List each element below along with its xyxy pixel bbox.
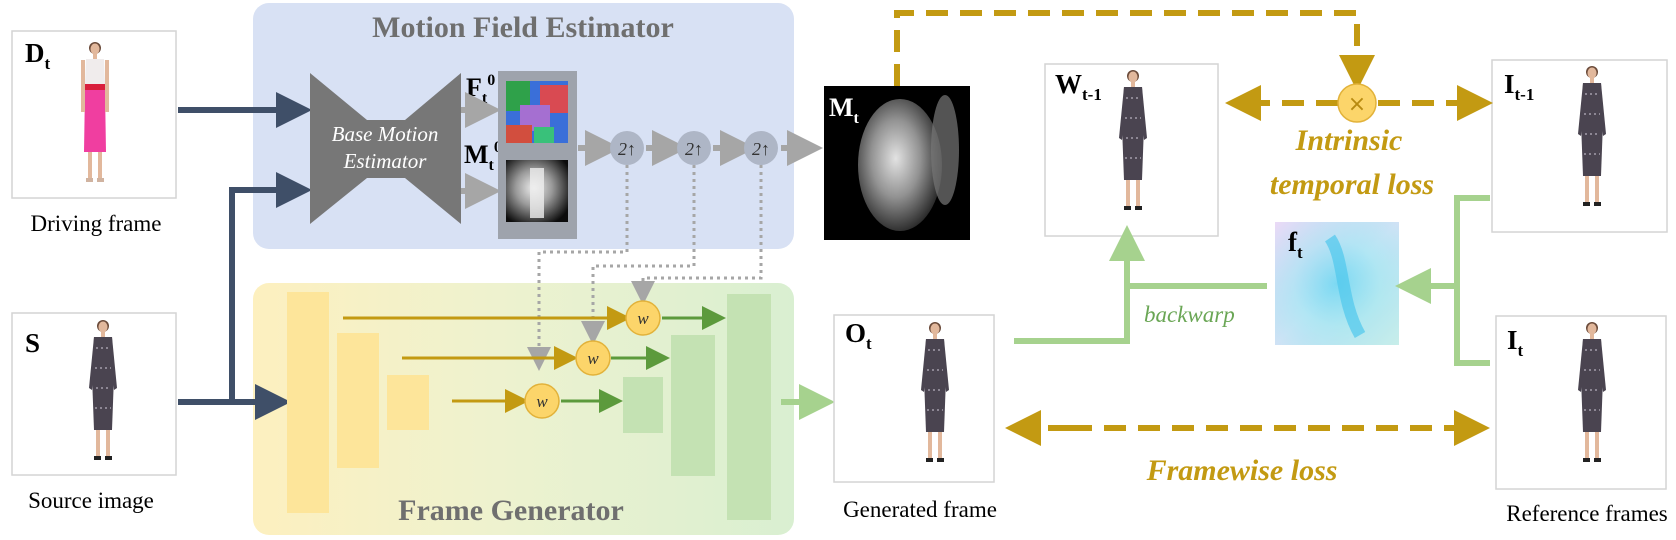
reference-curr-symbol: It [1507, 325, 1524, 360]
intrinsic-loss-label-line1: Intrinsic [1295, 124, 1403, 157]
weight-node-3: w [524, 383, 560, 419]
generated-frame-symbol: Ot [845, 318, 872, 353]
generated-frame-image [833, 314, 995, 483]
mask0-thumbnail [506, 160, 568, 222]
input-arrows [178, 92, 312, 420]
source-image [11, 312, 177, 476]
estimator-label-line2: Estimator [343, 149, 428, 173]
upsample-node-2: 2↑ [677, 131, 711, 165]
framewise-loss-label: Framewise loss [1146, 454, 1338, 487]
encoder-blocks [287, 292, 429, 513]
reference-prev-image [1491, 59, 1668, 233]
backwarp-label: backwarp [1144, 302, 1235, 327]
svg-text:w: w [587, 349, 599, 368]
optical-flow-image [1275, 222, 1399, 345]
flow0-thumbnail [506, 81, 568, 143]
upsample-node-1: 2↑ [610, 131, 644, 165]
intrinsic-loss-label-line2: temporal loss [1270, 168, 1434, 201]
reference-curr-image [1495, 315, 1667, 490]
svg-text:w: w [637, 309, 649, 328]
skip-arrows-gold [343, 306, 631, 413]
final-mask-image [824, 86, 970, 240]
weight-node-1: w [625, 300, 661, 336]
svg-text:×: × [1348, 92, 1366, 117]
dotted-connectors [527, 165, 763, 371]
final-mask-label: Mt [829, 93, 860, 127]
source-image-caption: Source image [28, 488, 154, 513]
multiply-node: × [1337, 83, 1377, 123]
decoder-blocks [623, 294, 771, 520]
source-image-symbol: S [25, 328, 40, 358]
skip-arrows-green [561, 306, 726, 413]
optical-flow-symbol: ft [1288, 227, 1303, 262]
motion-field-title: Motion Field Estimator [372, 11, 674, 44]
driving-frame-symbol: Dt [25, 38, 51, 73]
warped-previous-image [1044, 63, 1219, 237]
estimator-output-arrows [461, 92, 501, 209]
estimator-label-line1: Base Motion [332, 122, 439, 146]
temporal-loss-connectors [894, 10, 1493, 121]
driving-frame-image [11, 30, 177, 199]
svg-text:2↑: 2↑ [685, 139, 703, 159]
upsample-node-3: 2↑ [744, 131, 778, 165]
reference-frames-caption: Reference frames [1506, 501, 1668, 526]
svg-text:w: w [536, 392, 548, 411]
weight-node-2: w [575, 340, 611, 376]
mask0-label: Mt0 [464, 139, 502, 174]
generated-frame-caption: Generated frame [843, 497, 997, 522]
reference-prev-symbol: It-1 [1504, 69, 1534, 104]
driving-frame-caption: Driving frame [31, 211, 162, 236]
warped-previous-symbol: Wt-1 [1055, 69, 1102, 104]
backwarp-connectors [1014, 195, 1490, 366]
base-motion-estimator [310, 73, 461, 224]
frame-generator-title: Frame Generator [398, 494, 624, 527]
svg-text:2↑: 2↑ [618, 139, 636, 159]
svg-text:2↑: 2↑ [752, 139, 770, 159]
